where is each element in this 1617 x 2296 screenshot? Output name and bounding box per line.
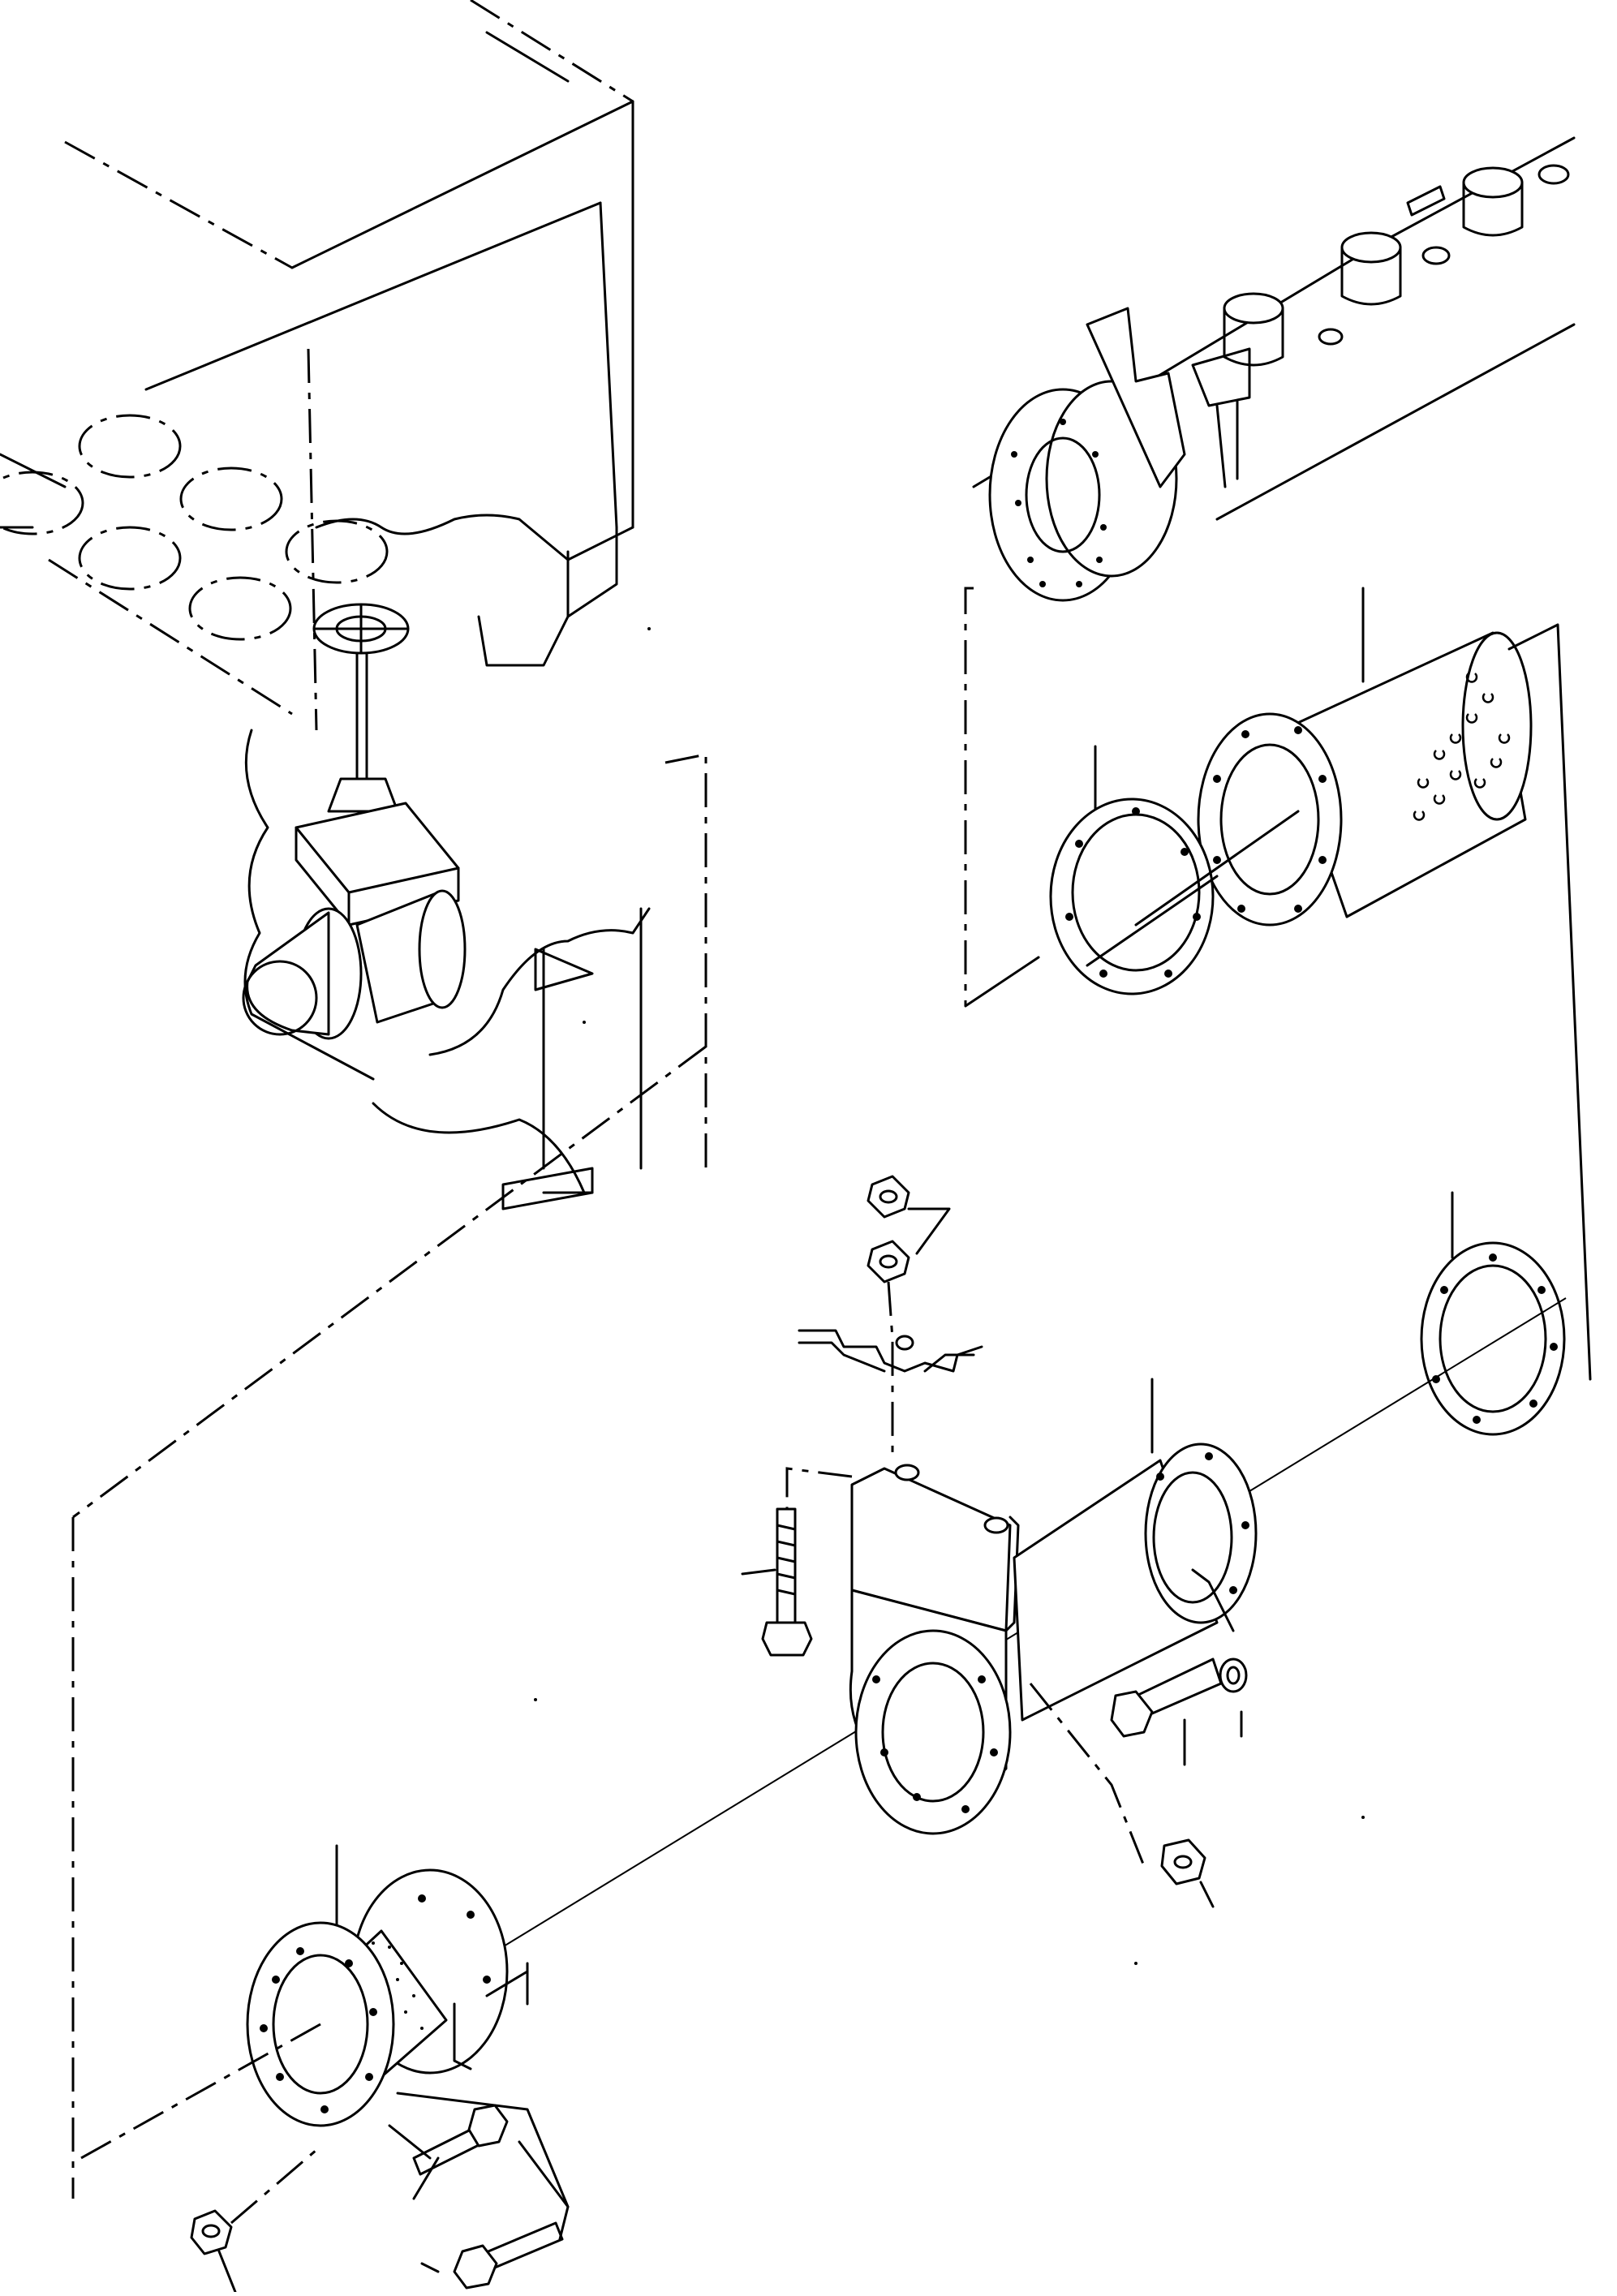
long-bolt: [741, 1467, 853, 1657]
assembly-leader-line: [72, 1045, 707, 1519]
tank-outlet-flange: [972, 136, 1576, 602]
flexible-expansion-joint: [80, 1844, 529, 2160]
strainer-pipe: [1197, 587, 1592, 1381]
gate-valve-with-handwheel: [242, 603, 467, 1040]
hex-nuts-top: [867, 1175, 951, 1460]
gasket-lower: [1420, 1191, 1566, 1436]
bracket-plate: [798, 1329, 983, 1373]
gasket-upper: [1049, 745, 1300, 995]
alignment-line: [462, 1297, 1567, 1972]
upper-right-dash-box: [964, 587, 974, 1006]
valve-to-tank-outline: [428, 907, 651, 1056]
tank-tube-ellipses: [0, 414, 389, 641]
flange-nut: [1029, 1683, 1215, 1908]
joint-nut: [190, 2148, 317, 2294]
scan-marks: [534, 627, 1365, 1965]
tank-assembly: [0, 0, 707, 1210]
joint-bolts: [388, 2092, 570, 2290]
bolt-with-washer: [1110, 1658, 1248, 1766]
strainer-perforations: [1413, 673, 1511, 821]
knife-gate-valve: [849, 1378, 1258, 1835]
